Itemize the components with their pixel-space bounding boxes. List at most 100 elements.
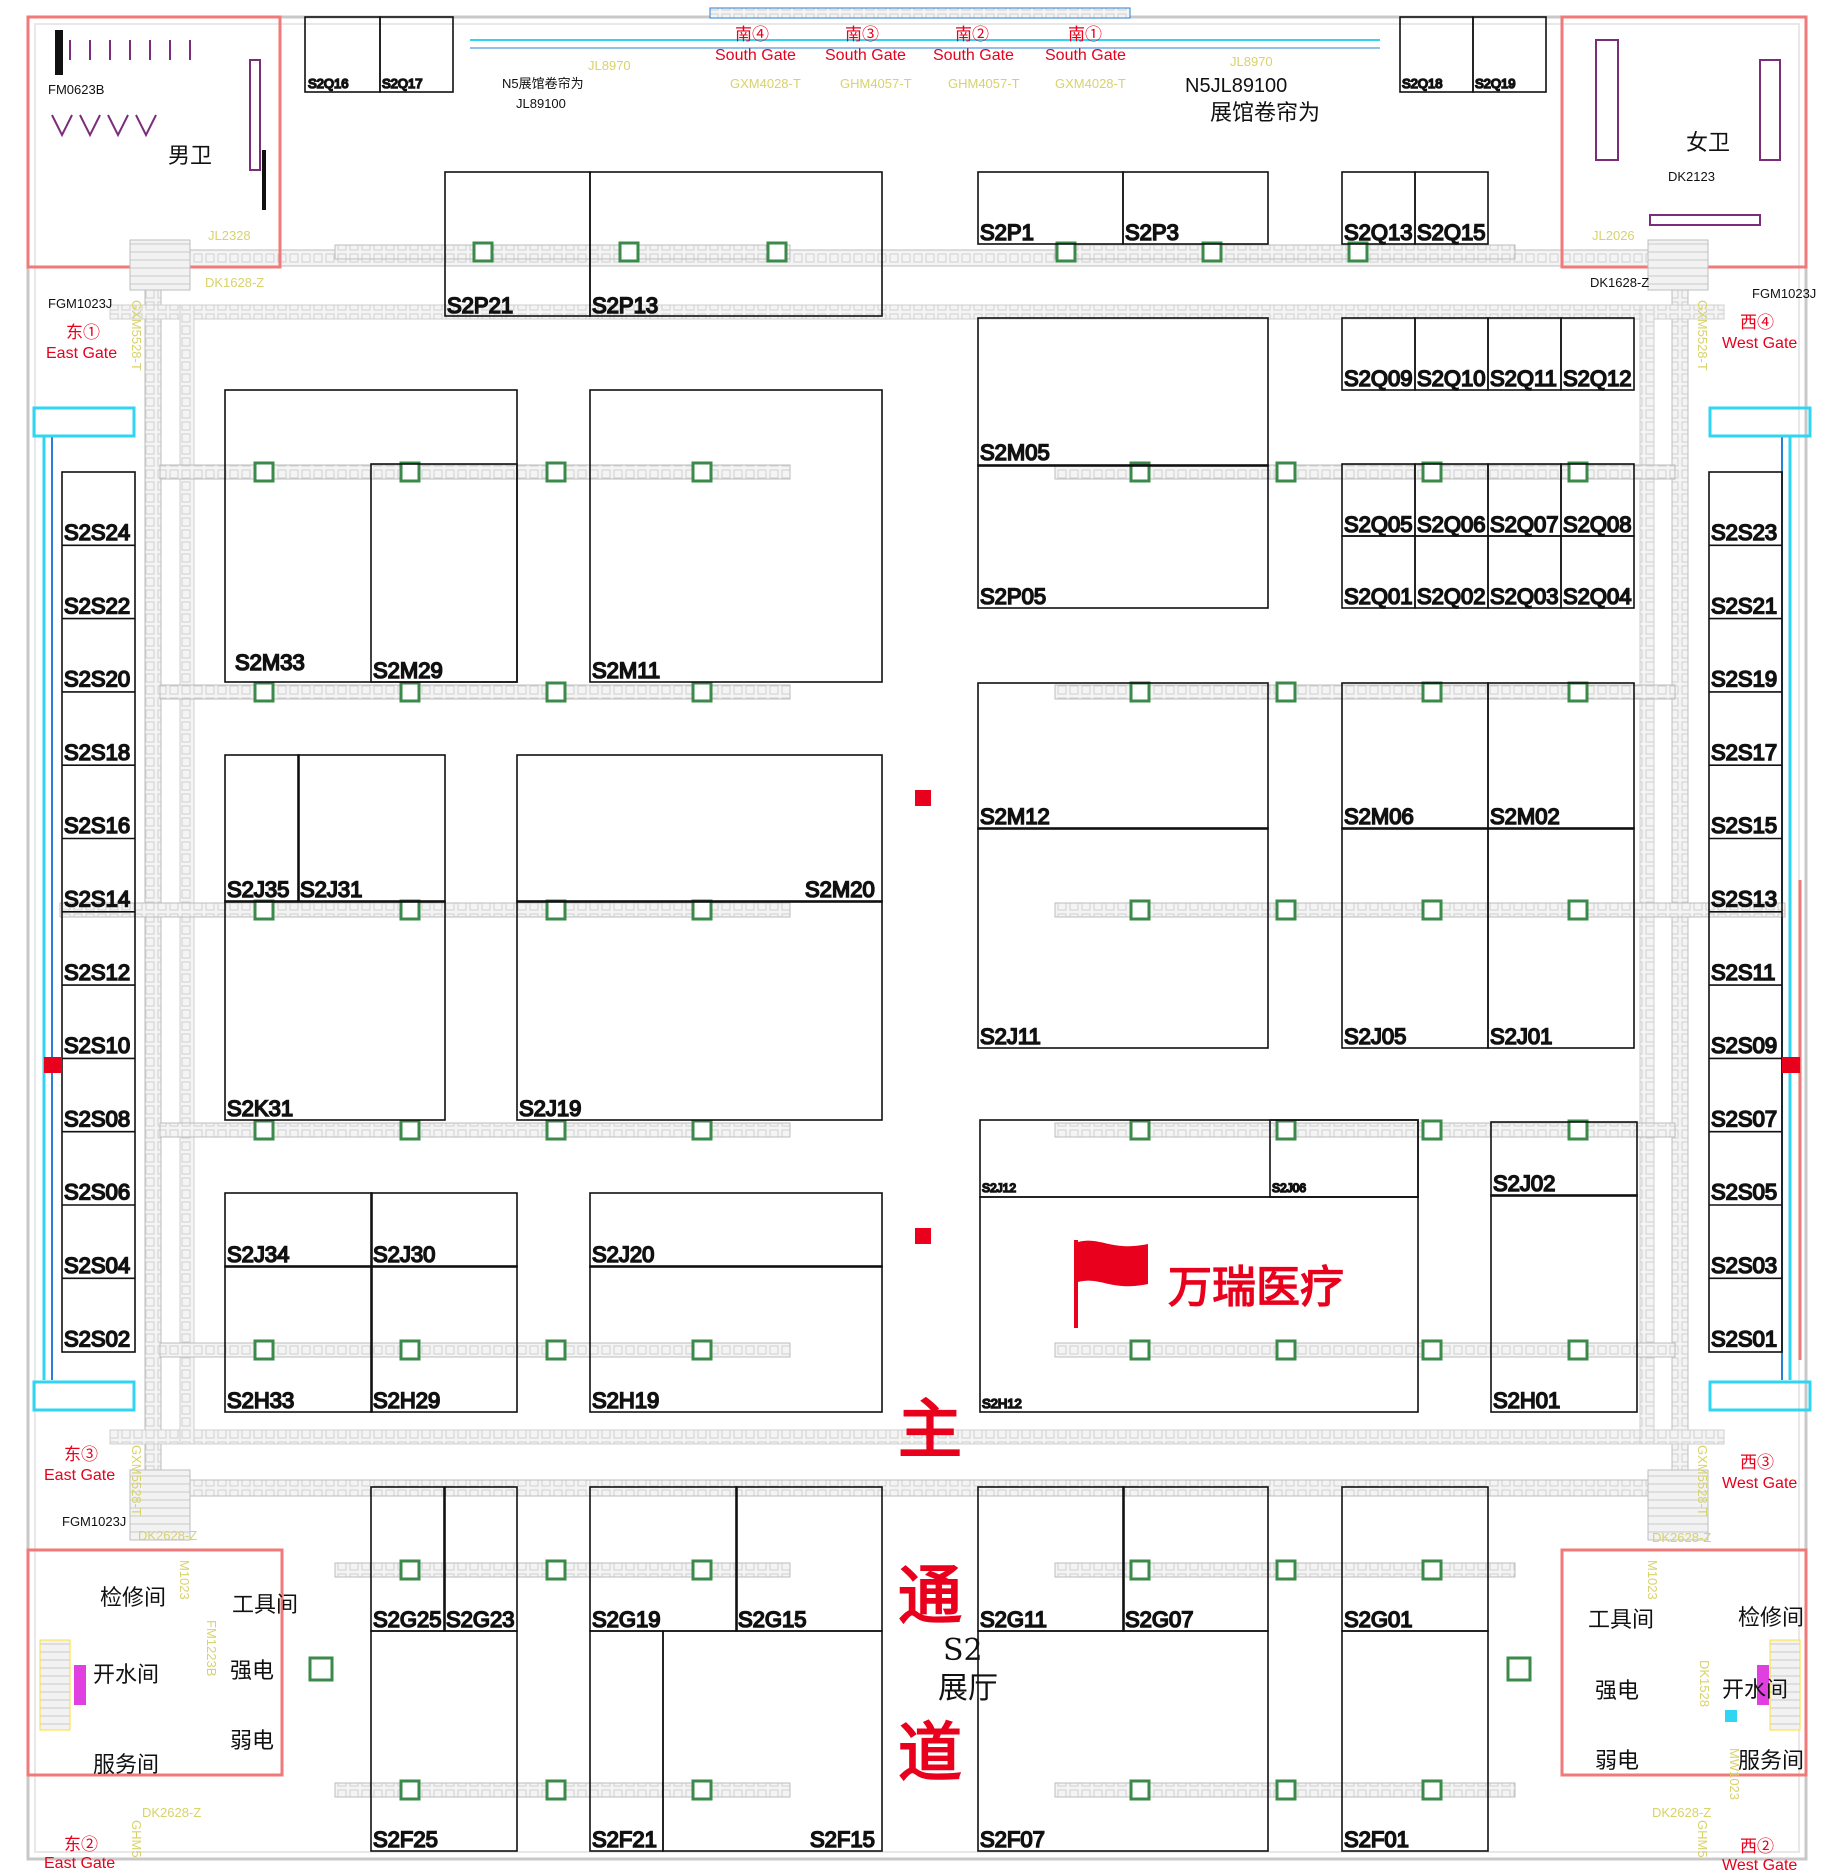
pillar: [545, 1779, 567, 1801]
booth-label-s2j31[interactable]: S2J31: [299, 876, 363, 903]
booth-label-s2f01[interactable]: S2F01: [1343, 1826, 1409, 1853]
booth-label-s2g07[interactable]: S2G07: [1124, 1606, 1194, 1633]
booth-label-s2h12[interactable]: S2H12: [981, 1395, 1022, 1412]
booth-label-s2s07[interactable]: S2S07: [1710, 1106, 1778, 1133]
booth-label-s2s14[interactable]: S2S14: [63, 886, 131, 913]
pillar: [545, 681, 567, 703]
booth-label-s2f25[interactable]: S2F25: [372, 1826, 438, 1853]
booth-label-s2k31[interactable]: S2K31: [226, 1095, 294, 1122]
booth-label-s2q05[interactable]: S2Q05: [1343, 511, 1413, 538]
booth-label-s2q13[interactable]: S2Q13: [1343, 219, 1413, 246]
booth-label-s2f07[interactable]: S2F07: [979, 1826, 1045, 1853]
booth-label-s2j06[interactable]: S2J06: [1271, 1180, 1307, 1196]
pillar: [691, 899, 713, 921]
booth-label-s2h29[interactable]: S2H29: [372, 1387, 441, 1414]
booth-label-s2j34[interactable]: S2J34: [226, 1241, 290, 1268]
booth-label-s2m33[interactable]: S2M33: [234, 649, 305, 676]
pillar: [1421, 1339, 1443, 1361]
booth-label-s2p3[interactable]: S2P3: [1124, 219, 1179, 246]
booth-label-s2g25[interactable]: S2G25: [372, 1606, 442, 1633]
booth-label-s2j05[interactable]: S2J05: [1343, 1023, 1407, 1050]
booth-label-s2j02[interactable]: S2J02: [1492, 1170, 1556, 1197]
booth-label-s2s03[interactable]: S2S03: [1710, 1252, 1778, 1279]
booth-label-s2m11[interactable]: S2M11: [591, 657, 661, 684]
booth-label-s2s21[interactable]: S2S21: [1710, 592, 1778, 619]
booth-label-s2m29[interactable]: S2M29: [372, 657, 443, 684]
booth-label-s2s15[interactable]: S2S15: [1710, 812, 1778, 839]
booth-label-s2h19[interactable]: S2H19: [591, 1387, 660, 1414]
booth-label-s2h01[interactable]: S2H01: [1492, 1387, 1561, 1414]
booth-label-s2q12[interactable]: S2Q12: [1562, 365, 1632, 392]
booth-label-s2p13[interactable]: S2P13: [591, 292, 659, 319]
code-gxm5528-right: GXM5528-T: [1695, 300, 1710, 371]
booth-label-s2s19[interactable]: S2S19: [1710, 666, 1778, 693]
booth-label-s2q03[interactable]: S2Q03: [1489, 583, 1559, 610]
booth-outline: [1341, 827, 1635, 830]
booth-outline: [977, 464, 1269, 467]
booth-label-s2j20[interactable]: S2J20: [591, 1241, 655, 1268]
booth-label-s2s16[interactable]: S2S16: [63, 812, 131, 839]
booth-label-s2s20[interactable]: S2S20: [63, 666, 131, 693]
booth-label-s2g23[interactable]: S2G23: [445, 1606, 515, 1633]
booth-label-s2h33[interactable]: S2H33: [226, 1387, 295, 1414]
booth-label-s2q18[interactable]: S2Q18: [1401, 75, 1443, 92]
booth-outline: [977, 682, 1269, 1049]
booth-label-s2q10[interactable]: S2Q10: [1416, 365, 1486, 392]
booth-label-s2s10[interactable]: S2S10: [63, 1032, 131, 1059]
booth-label-s2s01[interactable]: S2S01: [1710, 1326, 1778, 1353]
booth-label-s2s06[interactable]: S2S06: [63, 1179, 131, 1206]
room-weak-right: 弱电: [1595, 1749, 1639, 1774]
code-mw1023: MW1023: [1727, 1748, 1742, 1800]
booth-label-s2q09[interactable]: S2Q09: [1343, 365, 1413, 392]
booth-label-s2m02[interactable]: S2M02: [1489, 803, 1560, 830]
booth-label-s2q08[interactable]: S2Q08: [1562, 511, 1632, 538]
booth-label-s2j19[interactable]: S2J19: [518, 1095, 582, 1122]
booth-label-s2s11[interactable]: S2S11: [1710, 959, 1776, 986]
booth-label-s2s17[interactable]: S2S17: [1710, 739, 1778, 766]
booth-label-s2g11[interactable]: S2G11: [979, 1606, 1047, 1633]
booth-label-s2j35[interactable]: S2J35: [226, 876, 290, 903]
code-fm0623b: FM0623B: [48, 82, 104, 97]
booth-label-s2q02[interactable]: S2Q02: [1416, 583, 1486, 610]
booth-label-s2p05[interactable]: S2P05: [979, 583, 1047, 610]
booth-label-s2s08[interactable]: S2S08: [63, 1106, 131, 1133]
booth-label-s2m06[interactable]: S2M06: [1343, 803, 1414, 830]
booth-label-s2m05[interactable]: S2M05: [979, 439, 1050, 466]
booth-label-s2s23[interactable]: S2S23: [1710, 519, 1778, 546]
booth-label-s2g01[interactable]: S2G01: [1343, 1606, 1413, 1633]
booth-label-s2s22[interactable]: S2S22: [63, 592, 131, 619]
booth-label-s2q01[interactable]: S2Q01: [1343, 583, 1413, 610]
booth-label-s2s09[interactable]: S2S09: [1710, 1032, 1778, 1059]
booth-label-s2s24[interactable]: S2S24: [63, 519, 131, 546]
booth-label-s2s04[interactable]: S2S04: [63, 1252, 131, 1279]
booth-label-s2j11[interactable]: S2J11: [979, 1023, 1041, 1050]
booth-label-s2m20[interactable]: S2M20: [804, 876, 875, 903]
booth-label-s2p1[interactable]: S2P1: [979, 219, 1034, 246]
booth-label-s2g15[interactable]: S2G15: [737, 1606, 807, 1633]
pillar: [399, 1339, 421, 1361]
booth-label-s2q11[interactable]: S2Q11: [1489, 365, 1557, 392]
booth-label-s2f15[interactable]: S2F15: [809, 1826, 875, 1853]
booth-label-s2q07[interactable]: S2Q07: [1489, 511, 1559, 538]
booth-label-s2q19[interactable]: S2Q19: [1474, 75, 1516, 92]
booth-label-s2f21[interactable]: S2F21: [591, 1826, 657, 1853]
booth-label-s2q17[interactable]: S2Q17: [381, 75, 423, 92]
booth-label-s2j12[interactable]: S2J12: [981, 1180, 1017, 1196]
booth-label-s2p21[interactable]: S2P21: [446, 292, 514, 319]
booth-label-s2j01[interactable]: S2J01: [1489, 1023, 1553, 1050]
booth-label-s2g19[interactable]: S2G19: [591, 1606, 661, 1633]
booth-label-s2s18[interactable]: S2S18: [63, 739, 131, 766]
booth-label-s2s13[interactable]: S2S13: [1710, 886, 1778, 913]
booth-label-s2q15[interactable]: S2Q15: [1416, 219, 1486, 246]
booth-outline: [979, 1196, 1419, 1413]
booth-label-s2m12[interactable]: S2M12: [979, 803, 1050, 830]
booth-label-s2s05[interactable]: S2S05: [1710, 1179, 1778, 1206]
booth-label-s2s12[interactable]: S2S12: [63, 959, 131, 986]
room-service-right: 服务间: [1738, 1749, 1804, 1774]
booth-label-s2q16[interactable]: S2Q16: [307, 75, 349, 92]
booth-label-s2q04[interactable]: S2Q04: [1562, 583, 1632, 610]
booth-label-s2q06[interactable]: S2Q06: [1416, 511, 1486, 538]
booth-label-s2j30[interactable]: S2J30: [372, 1241, 436, 1268]
booth-label-s2s02[interactable]: S2S02: [63, 1326, 131, 1353]
